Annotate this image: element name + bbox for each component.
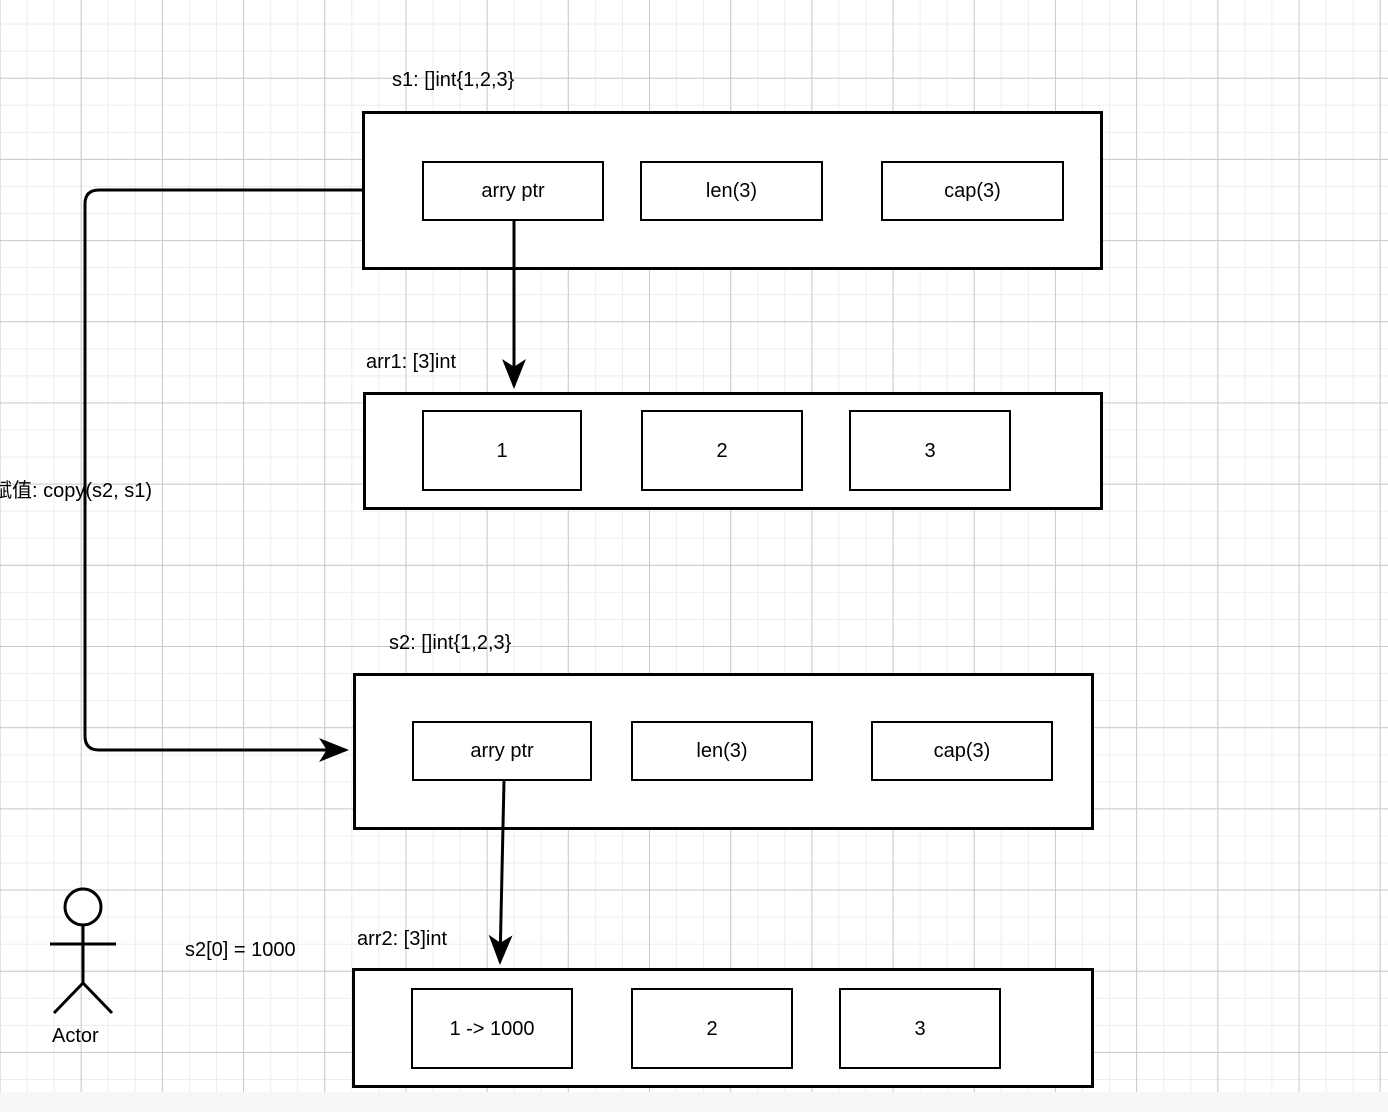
arr1-element-1[interactable]: 2 bbox=[641, 410, 803, 491]
s2-length-cell[interactable]: len(3) bbox=[631, 721, 813, 781]
s1-length-cell[interactable]: len(3) bbox=[640, 161, 823, 221]
s2-capacity-label: cap(3) bbox=[933, 740, 991, 762]
s1-capacity-cell[interactable]: cap(3) bbox=[881, 161, 1064, 221]
arr1-header-label: arr1: [3]int bbox=[366, 351, 457, 373]
arr1-element-0[interactable]: 1 bbox=[422, 410, 582, 491]
s2-capacity-cell[interactable]: cap(3) bbox=[871, 721, 1053, 781]
s2-array-pointer-cell[interactable]: arry ptr bbox=[412, 721, 592, 781]
arr2-header-label: arr2: [3]int bbox=[357, 928, 448, 950]
arr2-element-1[interactable]: 2 bbox=[631, 988, 793, 1069]
arr1-element-1-label: 2 bbox=[716, 439, 728, 462]
arr1-element-2-label: 3 bbox=[924, 439, 936, 462]
s1-array-pointer-label: arry ptr bbox=[481, 180, 545, 202]
actor-head-icon bbox=[63, 887, 103, 927]
actor-left-leg-line bbox=[52, 981, 85, 1015]
s1-header-label: s1: []int{1,2,3} bbox=[392, 69, 515, 91]
arr2-element-2-label: 3 bbox=[914, 1017, 926, 1040]
arr2-element-2[interactable]: 3 bbox=[839, 988, 1001, 1069]
actor-figure[interactable] bbox=[50, 887, 116, 1015]
s1-length-label: len(3) bbox=[705, 180, 758, 202]
page-bottom-shade bbox=[0, 1092, 1388, 1112]
arr2-element-1-label: 2 bbox=[706, 1017, 718, 1040]
s1-array-pointer-cell[interactable]: arry ptr bbox=[422, 161, 604, 221]
s2-array-pointer-label: arry ptr bbox=[470, 740, 534, 762]
s2-length-label: len(3) bbox=[696, 740, 748, 762]
actor-right-leg-line bbox=[81, 981, 114, 1015]
s2-header-label: s2: []int{1,2,3} bbox=[389, 632, 512, 654]
copy-connector-arrow bbox=[83, 188, 362, 762]
arr2-element-0-label: 1 -> 1000 bbox=[449, 1017, 535, 1040]
copy-assignment-note: 赋值: copy(s2, s1) bbox=[0, 480, 153, 502]
arr2-element-0[interactable]: 1 -> 1000 bbox=[411, 988, 573, 1069]
arr1-element-0-label: 1 bbox=[496, 439, 508, 462]
actor-name-label: Actor bbox=[52, 1025, 99, 1047]
s1-capacity-label: cap(3) bbox=[944, 180, 1001, 202]
mutation-note: s2[0] = 1000 bbox=[185, 939, 296, 961]
arr1-element-2[interactable]: 3 bbox=[849, 410, 1011, 491]
